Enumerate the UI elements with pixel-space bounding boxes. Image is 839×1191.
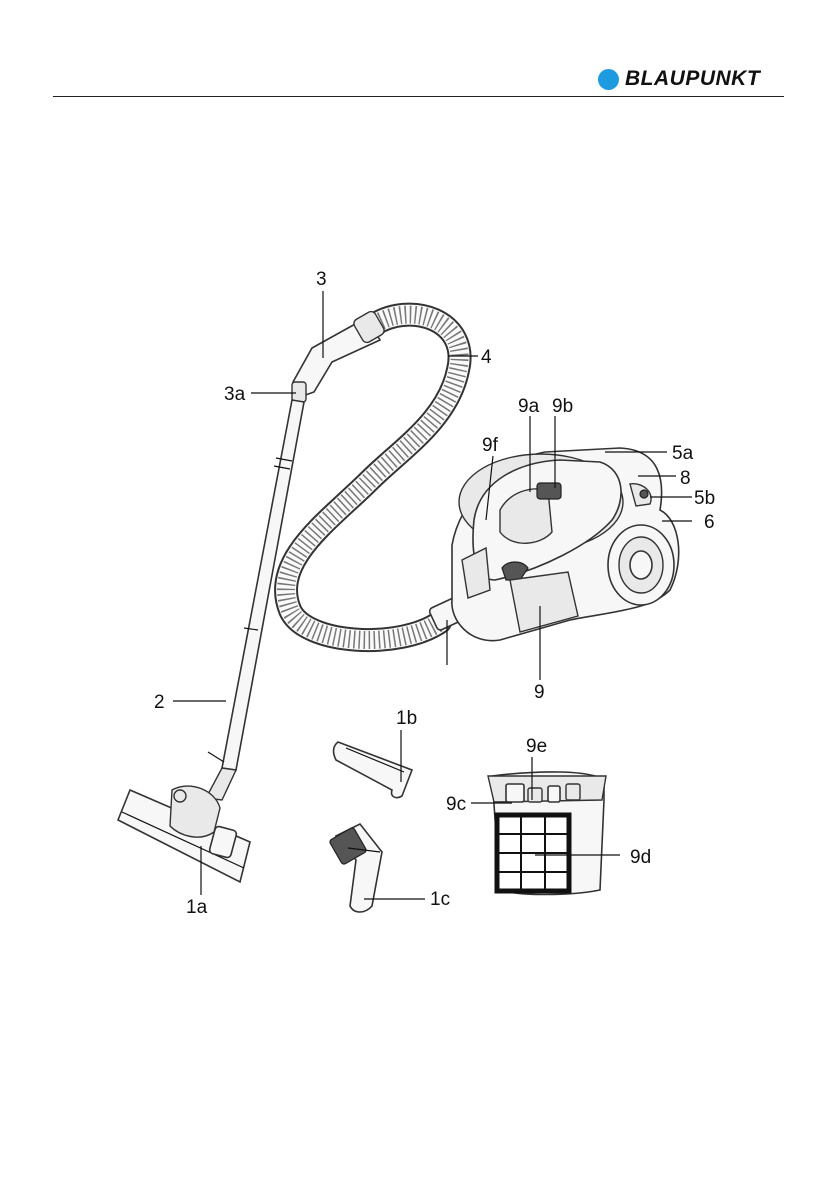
label-1c: 1c: [430, 889, 450, 910]
label-9a: 9a: [518, 396, 540, 417]
crevice-tool: [334, 742, 412, 798]
label-9f: 9f: [482, 435, 499, 456]
label-1a: 1a: [186, 897, 208, 918]
label-8: 8: [680, 468, 691, 489]
floor-nozzle: [118, 786, 250, 882]
hepa-filter: [497, 815, 569, 891]
dust-container: [488, 772, 606, 895]
label-3: 3: [316, 269, 327, 290]
label-9e: 9e: [526, 736, 547, 757]
label-6: 6: [704, 512, 715, 533]
label-9: 9: [534, 682, 545, 703]
handle: [292, 310, 386, 402]
label-9c: 9c: [446, 794, 466, 815]
vacuum-body: [452, 448, 679, 641]
label-1b: 1b: [396, 708, 417, 729]
label-9b: 9b: [552, 396, 573, 417]
label-9d: 9d: [630, 847, 651, 868]
label-2: 2: [154, 692, 165, 713]
label-3a: 3a: [224, 384, 246, 405]
label-4: 4: [481, 347, 492, 368]
label-5b: 5b: [694, 488, 715, 509]
label-5a: 5a: [672, 443, 694, 464]
